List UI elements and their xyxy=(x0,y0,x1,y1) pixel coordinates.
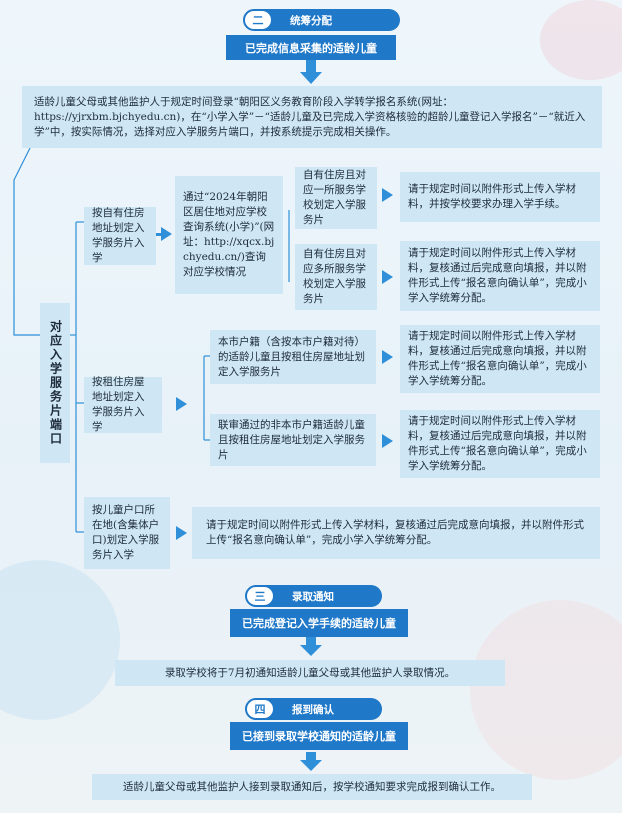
arrow-down-icon xyxy=(300,760,322,771)
arrow-down-icon xyxy=(300,72,322,84)
section3-text-box: 录取学校将于7月初通知适龄儿童父母或其他监护人录取情况。 xyxy=(115,660,505,686)
branch1-query: 通过“2024年朝阳区居住地对应学校查询系统(小学)”(网址：http://xq… xyxy=(175,176,283,294)
branch2-sub1: 本市户籍（含按本市户籍对待）的适龄儿童且按租住房屋地址划定入学服务片 xyxy=(210,330,376,384)
arrow-down-icon xyxy=(306,60,316,74)
arrow-right-icon xyxy=(161,227,172,241)
section2-banner: 已完成信息采集的适龄儿童 xyxy=(226,35,396,60)
branch2-res1: 请于规定时间以附件形式上传入学材料，复核通过后完成意向填报，并以附件形式上传“报… xyxy=(400,325,600,393)
branch1-res1: 请于规定时间以附件形式上传入学材料，并按学校要求办理入学手续。 xyxy=(400,172,600,222)
branch2-sub2: 联审通过的非本市户籍适龄儿童且按租住房屋地址划定入学服务片 xyxy=(210,414,376,466)
section3-banner: 已完成登记入学手续的适龄儿童 xyxy=(230,609,408,637)
intro-box: 适龄儿童父母或其他监护人于规定时间登录“朝阳区义务教育阶段入学转学报名系统(网址… xyxy=(22,86,602,148)
section3-text: 录取学校将于7月初通知适龄儿童父母或其他监护人录取情况。 xyxy=(164,666,456,679)
section4-title: 报到确认 xyxy=(292,703,334,716)
branch2-label: 按租住房屋地址划定入学服务片入学 xyxy=(84,376,162,433)
section4-banner: 已接到录取学校通知的适龄儿童 xyxy=(230,722,408,750)
intro-text: 适龄儿童父母或其他监护人于规定时间登录“朝阳区义务教育阶段入学转学报名系统(网址… xyxy=(34,95,586,138)
section4-number: 四 xyxy=(245,698,275,720)
branch1-sub1: 自有住房且对应一所服务学校划定入学服务片 xyxy=(295,167,377,229)
arrow-right-icon xyxy=(155,233,163,236)
arrow-right-icon xyxy=(382,188,393,202)
section2-title: 统筹分配 xyxy=(290,14,332,27)
arrow-down-icon xyxy=(306,637,316,647)
section3-title: 录取通知 xyxy=(292,590,334,603)
section4-text: 适龄儿童父母或其他监护人接到录取通知后，按学校通知要求完成报到确认工作。 xyxy=(123,780,501,793)
branch2-res2: 请于规定时间以附件形式上传入学材料，复核通过后完成意向填报，并以附件形式上传“报… xyxy=(400,410,600,478)
bg-decoration xyxy=(540,0,622,80)
port-label: 对应入学服务片端口 xyxy=(48,320,63,446)
section4-text-box: 适龄儿童父母或其他监护人接到录取通知后，按学校通知要求完成报到确认工作。 xyxy=(92,774,532,800)
arrow-right-icon xyxy=(382,270,393,284)
section2-number: 二 xyxy=(243,9,273,31)
bg-decoration xyxy=(470,600,622,780)
branch1-res2: 请于规定时间以附件形式上传入学材料，复核通过后完成意向填报，并以附件形式上传“报… xyxy=(400,241,600,311)
section3-title-pill: 录取通知 xyxy=(252,585,382,607)
arrow-down-icon xyxy=(306,752,316,762)
arrow-right-icon xyxy=(382,350,393,364)
arrow-right-icon xyxy=(176,526,187,540)
arrow-right-icon xyxy=(176,397,187,411)
section3-number: 三 xyxy=(245,585,275,607)
branch3-res: 请于规定时间以附件形式上传入学材料，复核通过后完成意向填报，并以附件形式上传“报… xyxy=(192,507,600,559)
branch1-sub2: 自有住房且对应多所服务学校划定入学服务片 xyxy=(295,244,377,310)
port-label-box: 对应入学服务片端口 xyxy=(40,303,70,463)
arrow-right-icon xyxy=(382,434,393,448)
branch1-label: 按自有住房地址划定入学服务片入学 xyxy=(84,207,156,265)
branch3-label: 按儿童户口所在地(含集体户口)划定入学服务片入学 xyxy=(84,497,170,569)
section2-title-pill: 统筹分配 xyxy=(250,9,400,31)
arrow-down-icon xyxy=(300,645,322,656)
section4-title-pill: 报到确认 xyxy=(252,698,382,720)
